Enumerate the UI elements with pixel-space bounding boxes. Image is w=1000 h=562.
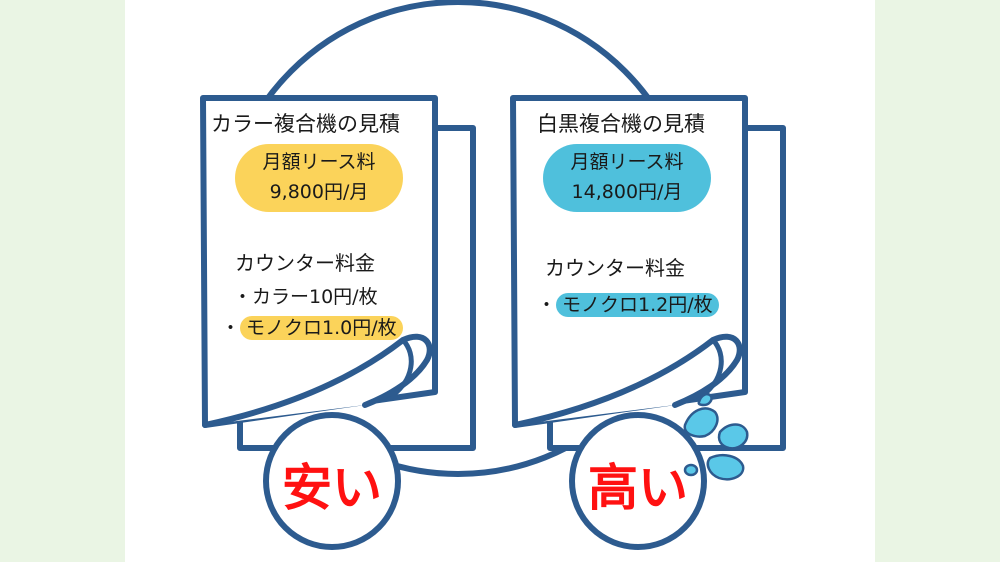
right-item-mono-row: ・モノクロ1.2円/枚 xyxy=(537,290,719,317)
right-lease-price: 14,800円/月 xyxy=(571,181,683,203)
right-lease-pill xyxy=(543,144,711,212)
left-lease-pill xyxy=(235,144,403,212)
left-item-mono-bullet: ・ xyxy=(221,317,241,339)
right-item-mono: モノクロ1.2円/枚 xyxy=(556,293,719,317)
diagram-graphics xyxy=(200,0,786,550)
right-counter-label: カウンター料金 xyxy=(545,256,685,280)
left-verdict-cheap: 安い xyxy=(282,459,382,517)
sweat-drops-icon xyxy=(683,393,749,481)
left-item-mono: モノクロ1.0円/枚 xyxy=(240,316,403,340)
left-counter-label: カウンター料金 xyxy=(235,251,375,275)
right-lease-label: 月額リース料 xyxy=(570,151,684,173)
left-lease-label: 月額リース料 xyxy=(262,151,376,173)
diagram-canvas: カラー複合機の見積 月額リース料 9,800円/月 カウンター料金 ・カラー10… xyxy=(125,0,875,562)
left-item-color: ・カラー10円/枚 xyxy=(233,286,378,308)
left-card-title: カラー複合機の見積 xyxy=(211,112,400,136)
left-lease-price: 9,800円/月 xyxy=(269,181,369,203)
left-verdict-circle xyxy=(263,412,401,550)
right-verdict-expensive: 高い xyxy=(588,459,688,517)
right-verdict-circle xyxy=(569,412,707,550)
right-item-mono-bullet: ・ xyxy=(537,294,557,316)
right-card-title: 白黒複合機の見積 xyxy=(537,112,705,136)
left-item-mono-row: ・モノクロ1.0円/枚 xyxy=(221,313,403,340)
